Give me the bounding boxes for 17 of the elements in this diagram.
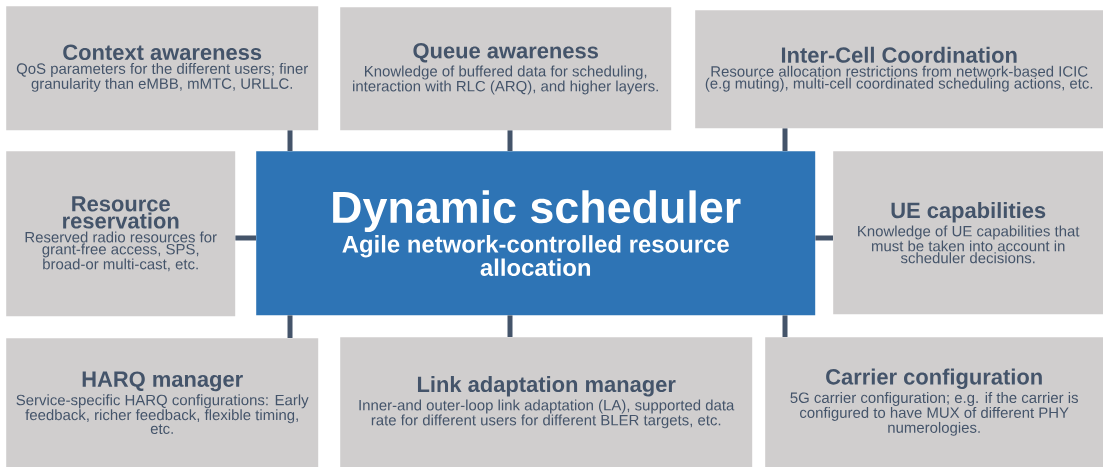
connector-line — [815, 235, 833, 241]
connector-line — [782, 128, 788, 151]
connector-line — [507, 130, 513, 151]
info-box: Link adaptation manager Inner-and outer-loop link adaptation (LA), supported data rate for different users for different BLER targets, etc. — [340, 337, 753, 467]
info-box: Context awareness QoS parameters for the different users; finer granularity than eMBB, mMTC, URLLC. — [6, 6, 319, 131]
connector-line — [287, 130, 293, 151]
scheduler-box: Dynamic scheduler Agile network-controlled resource allocation — [256, 151, 816, 316]
connector-line — [782, 315, 788, 337]
info-box: Resource reservation Reserved radio resources for grant-free access, SPS, broad-or multi-cast, etc. — [6, 151, 236, 317]
connector-line — [287, 315, 293, 338]
info-box: Queue awareness Knowledge of buffered data for scheduling, interaction with RLC (ARQ), and higher layers. — [340, 7, 672, 131]
info-box: UE capabilities Knowledge of UE capabilities that must be taken into account in scheduler decisions. — [833, 151, 1103, 315]
connector-line — [507, 315, 513, 337]
connector-line — [235, 235, 256, 241]
info-box: HARQ manager Service-specific HARQ configurations: Early feedback, richer feedback, flexible timing, etc. — [6, 338, 319, 467]
info-box: Inter-Cell Coordination Resource allocation restrictions from network-based ICIC (e.g muting), multi-cell coordinated scheduling actions, etc. — [695, 10, 1103, 129]
info-box: Carrier configuration 5G carrier configuration; e.g. if the carrier is configured to have MUX of different PHY numerologies. — [765, 337, 1103, 467]
